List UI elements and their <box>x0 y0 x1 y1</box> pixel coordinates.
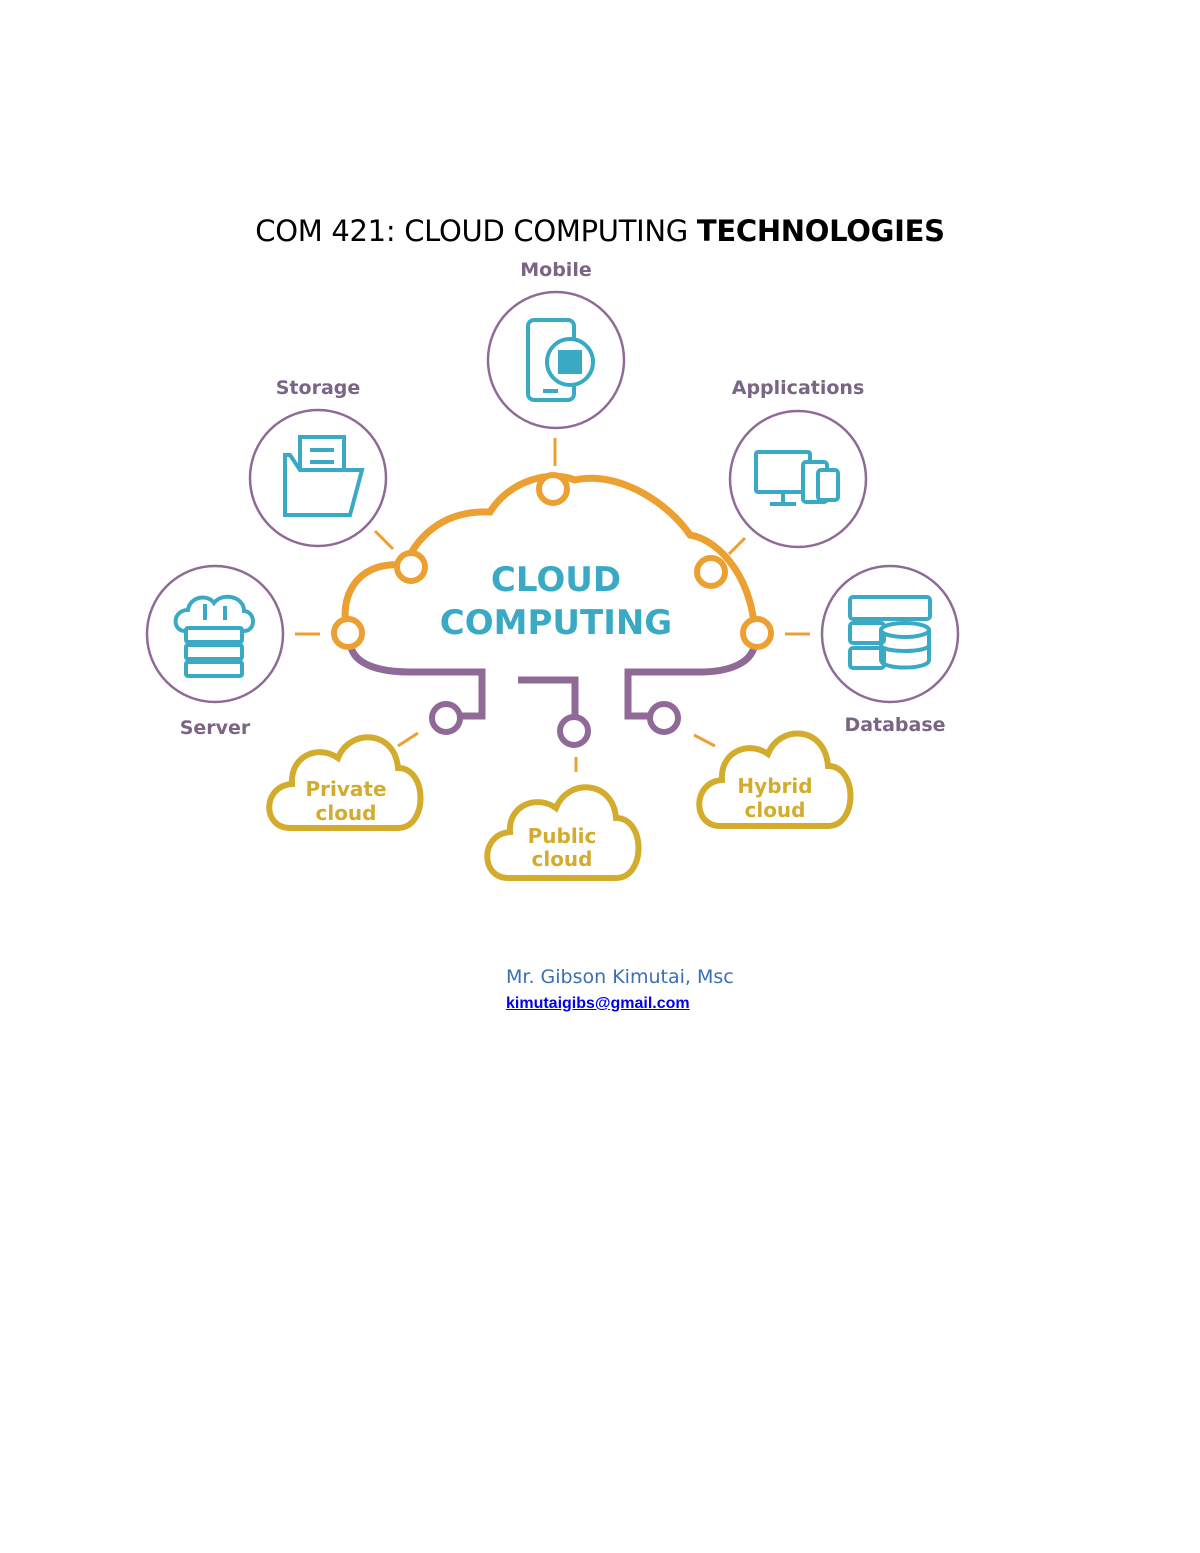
main-cloud-outline <box>341 472 759 642</box>
database-label: Database <box>844 714 945 736</box>
circuit-center <box>518 676 579 716</box>
circuit-right <box>624 639 759 720</box>
public-cloud-shape <box>484 784 642 881</box>
server-icon <box>173 594 255 678</box>
hybrid-cloud-line2: cloud <box>744 798 805 822</box>
cloud-computing-diagram: CLOUD COMPUTING Mobile Storage Applicati… <box>145 259 960 881</box>
connector-private <box>429 701 463 735</box>
public-cloud-line2: cloud <box>531 847 592 871</box>
mobile-icon <box>526 318 595 402</box>
private-cloud-shape <box>266 734 424 831</box>
connector-storage <box>394 550 428 584</box>
applications-label: Applications <box>732 377 865 399</box>
connector-hybrid <box>647 701 681 735</box>
center-label-line1: CLOUD <box>491 560 621 600</box>
connector-top <box>536 472 570 506</box>
title-bold: TECHNOLOGIES <box>696 214 945 248</box>
database-icon <box>848 595 932 670</box>
connector-server <box>331 616 365 650</box>
main-cloud-base <box>346 639 486 720</box>
folder-icon <box>283 435 365 517</box>
connector-public <box>557 714 591 748</box>
mobile-label: Mobile <box>520 259 591 281</box>
center-label-line2: COMPUTING <box>440 603 672 643</box>
document-title: COM 421: CLOUD COMPUTING TECHNOLOGIES <box>0 214 1200 248</box>
connector-ticks <box>295 438 810 772</box>
connector-database <box>740 616 774 650</box>
applications-icon <box>754 450 840 506</box>
server-label: Server <box>180 717 251 739</box>
applications-node-circle <box>728 409 868 549</box>
public-cloud-line1: Public <box>528 824 597 848</box>
hybrid-cloud-shape <box>696 730 854 829</box>
storage-label: Storage <box>276 377 361 399</box>
private-cloud-line2: cloud <box>315 801 376 825</box>
hybrid-cloud-line1: Hybrid <box>737 774 812 798</box>
title-regular: COM 421: CLOUD COMPUTING <box>255 214 697 248</box>
private-cloud-line1: Private <box>305 777 386 801</box>
author-email-link[interactable]: kimutaigibs@gmail.com <box>506 995 690 1012</box>
connector-applications <box>694 555 728 589</box>
author-name: Mr. Gibson Kimutai, Msc <box>506 966 734 988</box>
